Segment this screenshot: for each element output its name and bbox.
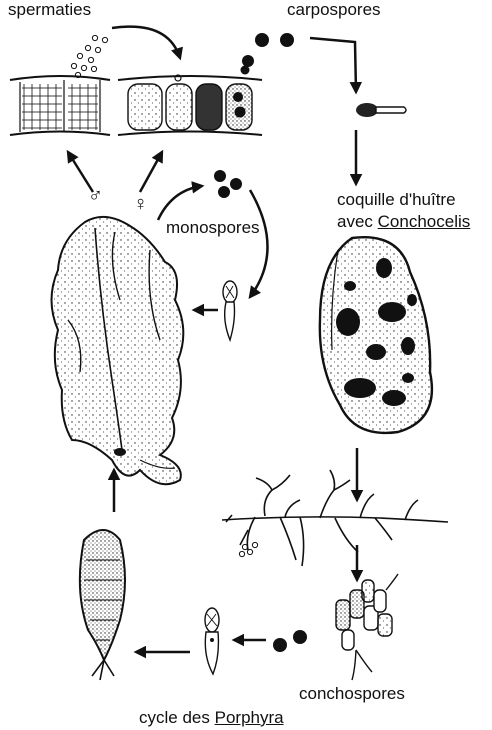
label-spermaties: spermaties xyxy=(8,0,91,20)
arrow-thallus-to-female xyxy=(140,152,162,192)
monospore-germling xyxy=(223,281,237,340)
conchosporangial-branches xyxy=(336,574,398,680)
caption-porphyra-genus: Porphyra xyxy=(215,708,284,727)
spermatia-cluster xyxy=(71,35,107,77)
arrow-carpospores-to-germling xyxy=(310,38,356,92)
label-conchospores: conchospores xyxy=(299,684,405,704)
label-coquille: coquille d'huître xyxy=(337,190,456,210)
conchosporangia-cluster xyxy=(239,542,257,556)
conchocelis-filaments xyxy=(222,470,448,566)
oyster-shell xyxy=(320,237,432,433)
porphyra-thallus xyxy=(52,217,184,484)
caption: cycle des Porphyra xyxy=(139,708,284,728)
conchospore-germling xyxy=(205,608,219,674)
carpospore-germling xyxy=(356,103,406,117)
arrow-thallus-to-monospores xyxy=(158,186,202,220)
female-symbol: ♀ xyxy=(133,194,148,214)
male-thallus-section xyxy=(10,76,110,135)
conchospores-pair xyxy=(273,630,307,652)
young-blade xyxy=(80,530,125,680)
label-monospores: monospores xyxy=(166,218,260,238)
arrow-spermaties-to-female xyxy=(112,27,180,58)
label-conchocelis-genus: Conchocelis xyxy=(378,212,471,231)
label-carpospores: carpospores xyxy=(287,0,381,20)
label-avec: avec xyxy=(337,212,373,231)
arrow-monospores-to-germling xyxy=(250,190,268,297)
female-thallus-section xyxy=(118,66,262,136)
caption-prefix: cycle des xyxy=(139,708,210,727)
label-avec-conchocelis: avec Conchocelis xyxy=(337,212,470,232)
carpospores-pair xyxy=(242,33,294,67)
male-symbol: ♂ xyxy=(88,186,103,206)
monospores-cluster xyxy=(214,170,242,198)
